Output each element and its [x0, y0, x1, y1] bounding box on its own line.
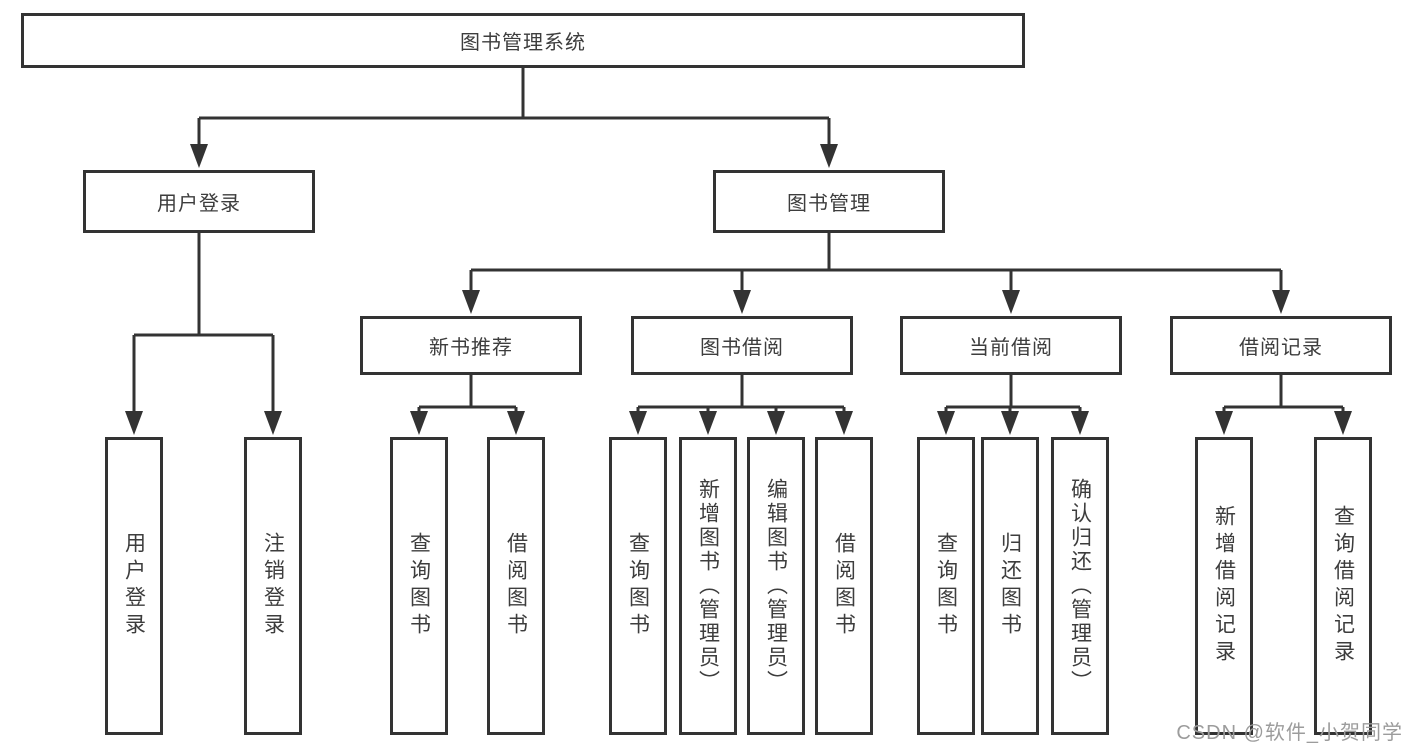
- leaf-query-books-current: 查询图书: [917, 437, 975, 735]
- connector-current-borrowing-children: [944, 375, 1082, 413]
- arrow-icon: [733, 290, 751, 314]
- arrow-icon: [264, 411, 282, 435]
- csdn-watermark: CSDN @软件_小贺同学: [1176, 722, 1403, 744]
- connector-book-management-children: [469, 233, 1283, 292]
- arrow-icon: [820, 144, 838, 168]
- arrow-icon: [767, 411, 785, 435]
- leaf-add-borrow-record: 新增借阅记录: [1195, 437, 1253, 735]
- leaf-query-borrow-record: 查询借阅记录: [1314, 437, 1372, 735]
- arrow-icon: [1071, 411, 1089, 435]
- leaf-query-books-recommend: 查询图书: [390, 437, 448, 735]
- node-current-borrowing: 当前借阅: [900, 316, 1122, 375]
- arrow-icon: [1334, 411, 1352, 435]
- leaf-add-books-admin: 新增图书（管理员）: [679, 437, 737, 735]
- leaf-logout: 注销登录: [244, 437, 302, 735]
- connector-borrowing-records-children: [1222, 375, 1345, 413]
- node-book-borrowing: 图书借阅: [631, 316, 853, 375]
- arrow-icon: [1272, 290, 1290, 314]
- arrow-icon: [699, 411, 717, 435]
- leaf-edit-books-admin: 编辑图书（管理员）: [747, 437, 805, 735]
- connector-book-borrowing-children: [636, 375, 846, 413]
- leaf-confirm-return-admin: 确认归还（管理员）: [1051, 437, 1109, 735]
- leaf-return-books: 归还图书: [981, 437, 1039, 735]
- arrow-icon: [462, 290, 480, 314]
- node-root-system: 图书管理系统: [21, 13, 1025, 68]
- arrow-icon: [835, 411, 853, 435]
- leaf-query-books-borrow: 查询图书: [609, 437, 667, 735]
- connector-root-to-level2: [197, 68, 831, 146]
- arrow-icon: [410, 411, 428, 435]
- arrow-icon: [629, 411, 647, 435]
- leaf-borrow-books: 借阅图书: [815, 437, 873, 735]
- arrow-icon: [1002, 290, 1020, 314]
- node-book-management: 图书管理: [713, 170, 945, 233]
- arrow-icon: [1215, 411, 1233, 435]
- arrow-icon: [125, 411, 143, 435]
- arrow-icon: [1001, 411, 1019, 435]
- arrow-icon: [507, 411, 525, 435]
- arrowheads: [125, 144, 1352, 435]
- leaf-borrow-books-recommend: 借阅图书: [487, 437, 545, 735]
- node-borrowing-records: 借阅记录: [1170, 316, 1392, 375]
- arrow-icon: [937, 411, 955, 435]
- node-user-login: 用户登录: [83, 170, 315, 233]
- connector-user-login-children: [132, 233, 275, 413]
- node-new-book-recommendation: 新书推荐: [360, 316, 582, 375]
- arrow-icon: [190, 144, 208, 168]
- leaf-user-login: 用户登录: [105, 437, 163, 735]
- connector-new-book-children: [417, 375, 518, 413]
- connector-lines: [132, 68, 1345, 413]
